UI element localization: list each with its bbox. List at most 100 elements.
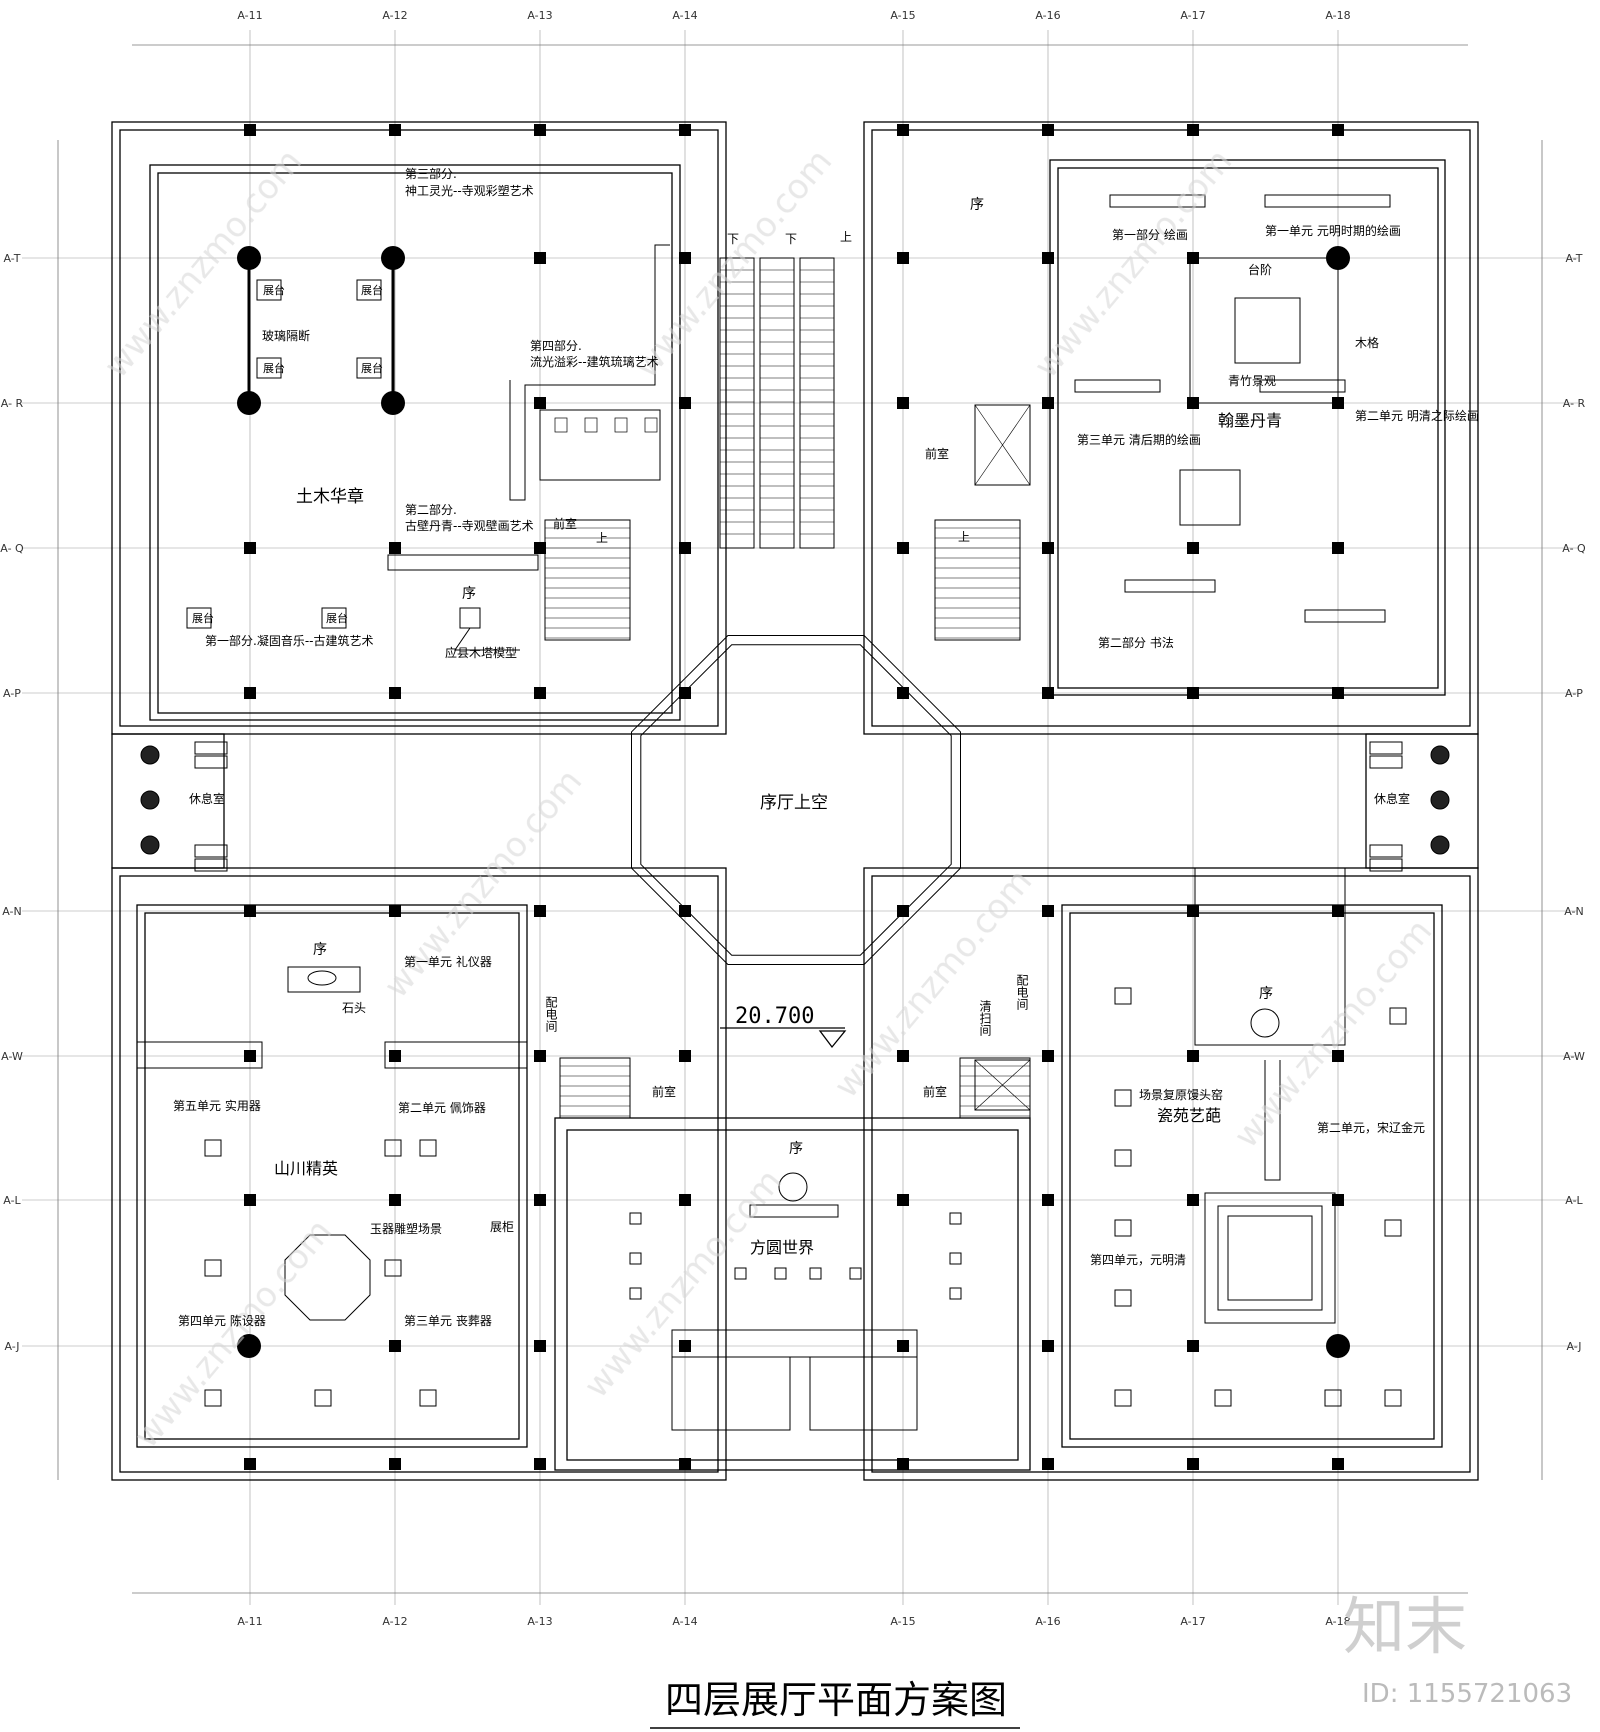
part-label: 第三单元 清后期的绘画 <box>1077 432 1201 447</box>
plant <box>1430 790 1450 810</box>
column <box>1332 1458 1344 1470</box>
column <box>679 397 691 409</box>
stair <box>559 1057 631 1119</box>
booth-label: 展台 <box>326 611 348 625</box>
axis-label: A-L <box>1565 1194 1583 1207</box>
prelude-label: 序 <box>789 1141 803 1157</box>
plant <box>140 790 160 810</box>
display-booth <box>256 357 282 379</box>
display-pedestal <box>419 1139 437 1157</box>
display-pedestal <box>1384 1219 1402 1237</box>
atrium-octagon <box>631 635 961 965</box>
part-label: 第二单元 佩饰器 <box>398 1101 486 1115</box>
round-column <box>237 391 261 415</box>
part-label: 第二单元 明清之际绘画 <box>1355 408 1479 423</box>
column <box>1042 124 1054 136</box>
display-booth <box>256 279 282 301</box>
column <box>534 1458 546 1470</box>
column <box>1042 252 1054 264</box>
steps-label: 台阶 <box>1248 262 1272 277</box>
column <box>389 687 401 699</box>
lounge-wall-e <box>1365 733 1479 869</box>
lounge-wall-w <box>111 733 225 869</box>
column <box>679 687 691 699</box>
quadrant-wall-nw <box>111 121 727 735</box>
column <box>389 1458 401 1470</box>
display-pedestal <box>204 1389 222 1407</box>
walls <box>111 121 1479 1481</box>
column <box>897 1194 909 1206</box>
hall-wall-fangyuan <box>566 1129 1019 1461</box>
elevator <box>974 404 1031 486</box>
display-pedestal <box>629 1287 642 1300</box>
display-case <box>1074 379 1161 393</box>
bamboo-landscape <box>1234 297 1301 364</box>
kiln-enclosure <box>1227 1215 1313 1301</box>
partition-wall <box>1264 1060 1281 1181</box>
display-pedestal <box>1384 1389 1402 1407</box>
column <box>1187 687 1199 699</box>
part-label: 流光溢彩--建筑琉璃艺术 <box>530 354 659 369</box>
elevator-cross <box>974 404 1031 486</box>
column <box>897 542 909 554</box>
axis-label: A-11 <box>237 9 262 22</box>
column <box>679 1194 691 1206</box>
column <box>1042 397 1054 409</box>
column <box>679 1050 691 1062</box>
column <box>679 1458 691 1470</box>
column <box>897 1050 909 1062</box>
display-pedestal <box>849 1267 862 1280</box>
stone <box>307 970 337 986</box>
stair <box>934 519 1021 641</box>
axis-label: A-13 <box>527 1615 552 1628</box>
axis-label: A-17 <box>1180 9 1205 22</box>
quadrant-wall-ne <box>871 129 1471 727</box>
part-label: 神工灵光--寺观彩塑艺术 <box>405 183 534 198</box>
stair-label: 上 <box>596 531 608 545</box>
column <box>679 252 691 264</box>
hall-name-hanmo: 翰墨丹青 <box>1218 411 1282 430</box>
sofa <box>194 844 228 858</box>
quadrant-wall-ne <box>863 121 1479 735</box>
drawing-title: 四层展厅平面方案图 <box>665 1678 1007 1722</box>
pagoda-model-label: 应县木塔模型 <box>445 645 517 660</box>
sofa <box>194 858 228 872</box>
structural-columns <box>237 124 1350 1470</box>
column <box>1187 1458 1199 1470</box>
hall-wall-tumu <box>149 164 681 721</box>
column <box>389 905 401 917</box>
axis-label: A-17 <box>1180 1615 1205 1628</box>
column <box>897 905 909 917</box>
column <box>244 1050 256 1062</box>
toilet-fixture <box>584 417 598 433</box>
central-disc <box>778 1172 808 1202</box>
column <box>1042 1194 1054 1206</box>
atrium-label: 序厅上空 <box>760 793 828 813</box>
column <box>534 124 546 136</box>
display-pedestal <box>734 1267 747 1280</box>
axis-label: A-18 <box>1325 9 1350 22</box>
partition-wall <box>387 554 539 571</box>
column <box>1332 542 1344 554</box>
long-display <box>671 1329 918 1358</box>
column <box>1187 1194 1199 1206</box>
sofa <box>194 741 228 755</box>
display-pedestal <box>1114 1149 1132 1167</box>
round-column <box>237 246 261 270</box>
axis-label: A-16 <box>1035 1615 1060 1628</box>
part-label: 场景复原馒头窑 <box>1139 1087 1223 1102</box>
hall-shanchuan: 山川精英 第一单元 礼仪器 第五单元 实用器 第二单元 佩饰器 第四单元 陈设器… <box>173 942 514 1328</box>
hall-wall-hanmo <box>1057 167 1439 689</box>
lounge-label: 休息室 <box>1374 791 1410 806</box>
kiln-enclosure <box>1204 1192 1336 1324</box>
hall-wall-hanmo <box>1049 159 1446 696</box>
axis-label: A-14 <box>672 1615 697 1628</box>
hall-tumu: 土木华章 第三部分. 神工灵光--寺观彩塑艺术 第四部分. 流光溢彩--建筑琉璃… <box>192 166 659 660</box>
column <box>389 542 401 554</box>
hall-hanmo: 翰墨丹青 第一部分 绘画 第一单元 元明时期的绘画 第二单元 明清之际绘画 第三… <box>925 197 1479 650</box>
column <box>1332 1050 1344 1062</box>
axis-label: A-P <box>1565 687 1583 700</box>
column <box>534 1050 546 1062</box>
axis-label: A-N <box>2 905 21 918</box>
